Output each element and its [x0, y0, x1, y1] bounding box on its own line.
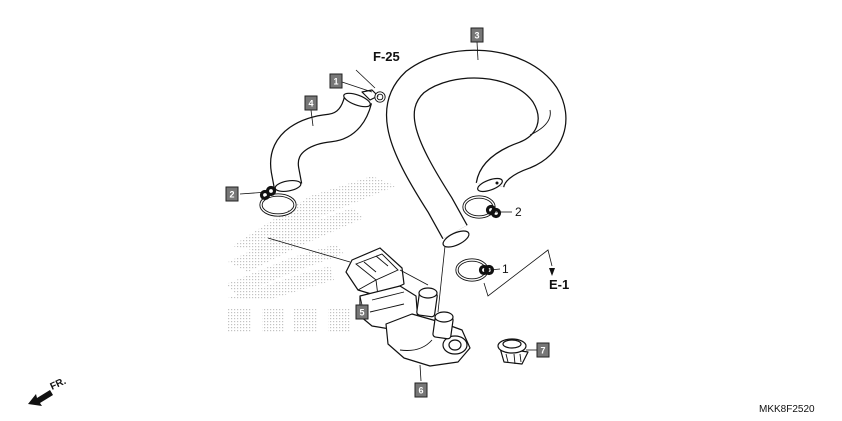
callout-number: 3	[474, 31, 479, 41]
air-suction-valve-part-6	[359, 285, 471, 367]
callout-2-left: 2	[225, 186, 239, 202]
drawing-code: MKK8F2520	[759, 404, 815, 415]
callout-2-right: 2	[515, 205, 522, 219]
clamp-part-2-left	[259, 185, 297, 217]
clamp-part-2-right	[462, 195, 502, 219]
leader-lines	[239, 41, 555, 382]
callout-number: 2	[229, 190, 234, 200]
rubber-mount-part-5	[345, 247, 405, 297]
callout-1-right: 1	[502, 262, 509, 276]
clamp-part-1-right	[455, 258, 495, 282]
front-arrow-label: FR.	[49, 376, 68, 393]
callout-number: 5	[359, 308, 364, 318]
callout-3: 3	[470, 27, 484, 43]
reference-e1[interactable]: E-1	[549, 277, 569, 292]
callout-7: 7	[536, 342, 550, 358]
callout-number: 7	[540, 346, 545, 356]
front-arrow: FR.	[28, 376, 68, 406]
cap-part-7	[497, 338, 529, 365]
callout-1-top: 1	[329, 73, 343, 89]
reference-f25[interactable]: F-25	[373, 49, 400, 64]
callout-4: 4	[304, 95, 318, 111]
callout-number: 6	[418, 386, 423, 396]
callout-5: 5	[355, 304, 369, 320]
callout-6: 6	[414, 382, 428, 398]
callout-number: 1	[333, 77, 338, 87]
hose-part-4	[270, 92, 373, 193]
callout-number: 4	[308, 99, 313, 109]
hose-part-3	[385, 49, 567, 248]
honda-wing-watermark	[226, 176, 396, 332]
